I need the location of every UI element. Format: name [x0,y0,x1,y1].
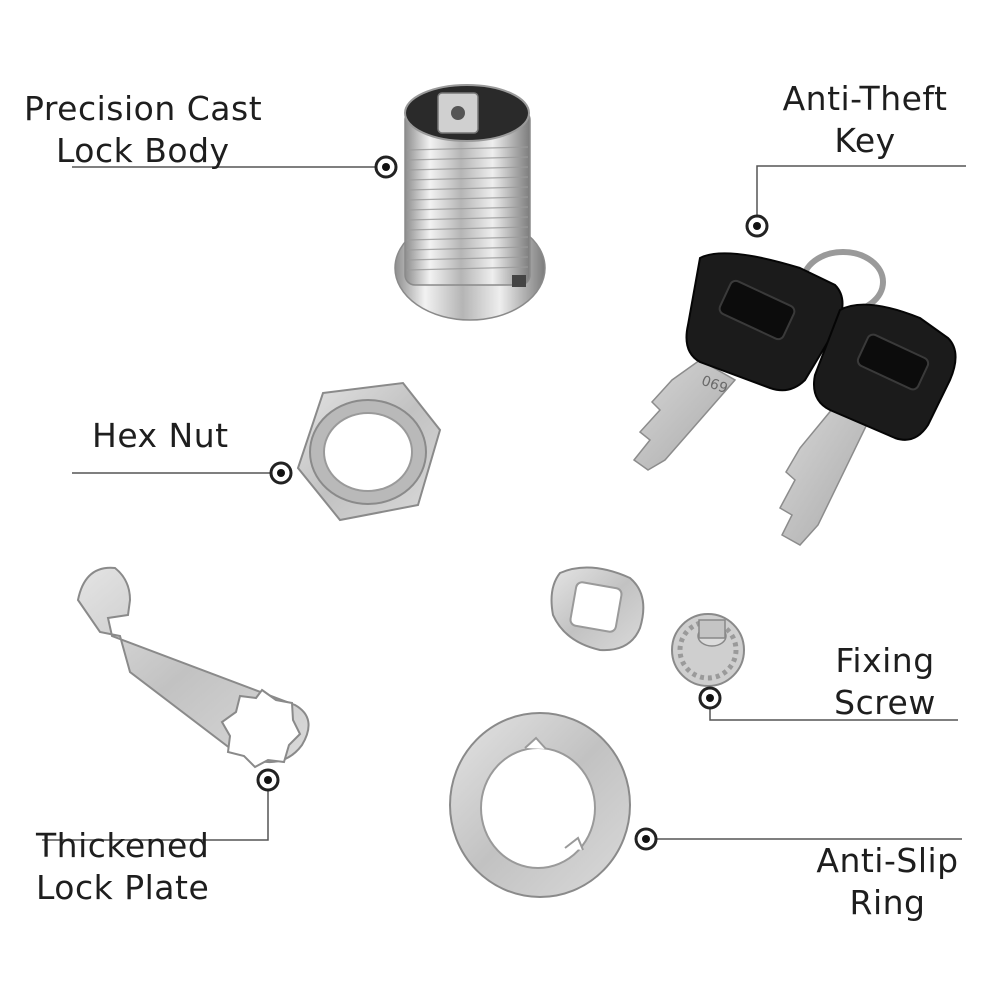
leader-lines [42,165,966,841]
label-lock-plate-line1: Thickened [36,826,210,865]
label-hex-nut-line1: Hex Nut [92,416,229,455]
callout-dot-lock-body [374,155,398,179]
callout-dot-anti-slip-ring [634,827,658,851]
label-hex-nut: Hex Nut [92,415,229,457]
callout-dot-fixing-screw [698,686,722,710]
fixing-screw-part [671,613,745,687]
lock-body-part [394,84,546,321]
callout-dots [256,155,769,851]
label-anti-slip-ring: Anti-Slip Ring [805,840,970,924]
label-lock-plate-line2: Lock Plate [36,868,210,907]
label-anti-slip-ring-line2: Ring [849,883,926,922]
label-anti-slip-ring-line1: Anti-Slip [816,841,959,880]
label-key-line2: Key [834,121,896,160]
label-key-line1: Anti-Theft [782,79,948,118]
keys-part: 069 [632,249,957,546]
label-lock-body-line1: Precision Cast [24,89,263,128]
hex-nut-part [296,381,442,522]
callout-dot-lock-plate [256,768,280,792]
label-lock-plate: Thickened Lock Plate [36,825,209,909]
square-washer-part [550,566,645,652]
label-fixing-screw-line2: Screw [834,683,936,722]
label-lock-body-line2: Lock Body [56,131,230,170]
lock-plate-part [76,566,310,769]
label-fixing-screw: Fixing Screw [810,640,960,724]
label-lock-body: Precision Cast Lock Body [24,88,262,172]
callout-dot-key [745,214,769,238]
label-key: Anti-Theft Key [760,78,970,162]
anti-slip-ring-part [449,712,631,898]
callout-dot-hex-nut [269,461,293,485]
label-fixing-screw-line1: Fixing [835,641,935,680]
